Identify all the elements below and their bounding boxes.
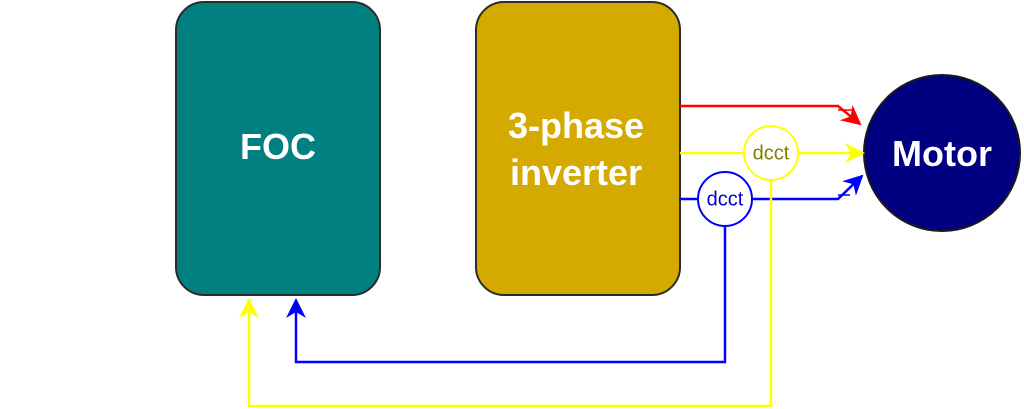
dcct-label-blue: dcct <box>707 188 744 210</box>
dcct-sensor-yellow <box>743 125 799 181</box>
dcct-label-yellow: dcct <box>753 142 790 164</box>
feedback-blue-line <box>286 226 727 364</box>
foc-label: FOC <box>240 126 316 167</box>
phase-red-line <box>680 104 862 126</box>
foc-block <box>175 1 381 296</box>
inverter-block <box>475 1 681 296</box>
feedback-yellow-line <box>239 180 773 408</box>
phase-blue-line-b <box>752 174 864 201</box>
inverter-label-line2: inverter <box>510 152 642 193</box>
motor-label: Motor <box>892 133 992 174</box>
dcct-sensor-blue <box>697 171 753 227</box>
inverter-label-line1: 3-phase <box>508 105 644 146</box>
